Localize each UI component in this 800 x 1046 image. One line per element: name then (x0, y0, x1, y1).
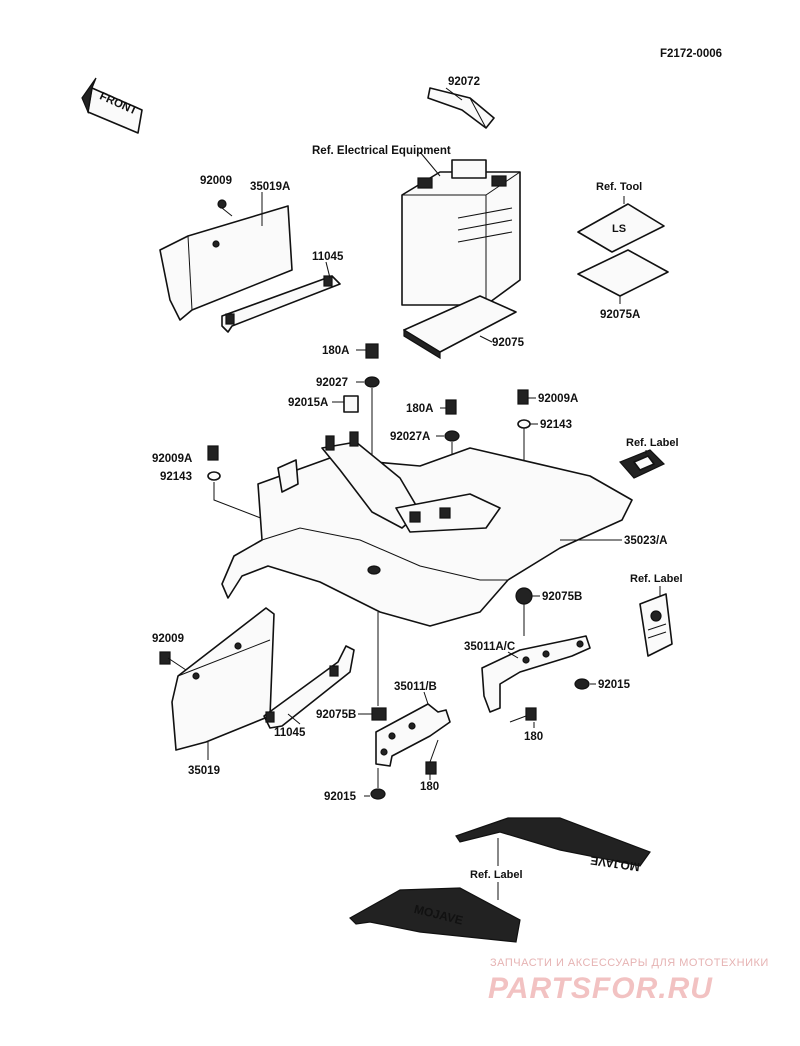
part-35019: 35019 (188, 765, 220, 777)
mojave-decal-upper: MOJAVE (455, 817, 651, 874)
nut-icon (574, 678, 590, 690)
clamp-icon (343, 395, 359, 413)
ref-electrical-equipment: Ref. Electrical Equipment (312, 145, 451, 157)
grommet-icon (371, 707, 387, 721)
diagram-code: F2172-0006 (660, 48, 722, 60)
part-92009A-left: 92009A (152, 453, 192, 465)
part-92027A: 92027A (390, 431, 430, 443)
part-92009-bottom: 92009 (152, 633, 184, 645)
decal-text-upper: MOJAVE (589, 853, 640, 874)
part-92075A: 92075A (600, 309, 640, 321)
ref-tool: Ref. Tool (596, 181, 642, 193)
grommet-icon (364, 376, 380, 388)
nut-icon (370, 788, 386, 800)
watermark-logo: PARTSFOR.RU (488, 972, 713, 1005)
bolt-icon (217, 199, 227, 209)
mojave-decal-lower: MOJAVE (349, 887, 521, 943)
grommet-icon (515, 587, 533, 605)
watermark-tagline: ЗАПЧАСТИ И АКСЕССУАРЫ ДЛЯ МОТОТЕХНИКИ (490, 957, 769, 969)
side-cover-lower (171, 607, 275, 751)
grommet-icon (517, 419, 531, 429)
part-92143-right: 92143 (540, 419, 572, 431)
part-35023A: 35023/A (624, 535, 667, 547)
battery (401, 159, 521, 306)
part-11045-top: 11045 (312, 251, 344, 263)
part-92075B-left: 92075B (316, 709, 356, 721)
bolt-icon (509, 707, 537, 723)
part-35019A: 35019A (250, 181, 290, 193)
bolt-icon (207, 445, 219, 461)
ref-label-1: Ref. Label (626, 437, 679, 449)
part-92143-left: 92143 (160, 471, 192, 483)
bolt-icon (425, 739, 439, 775)
part-11045-bottom: 11045 (274, 727, 306, 739)
part-92015-bottom: 92015 (324, 791, 357, 803)
screw-icon (445, 399, 457, 415)
bracket-lower (263, 645, 355, 729)
grommet-icon (207, 471, 221, 481)
part-92027-1: 92027 (316, 377, 348, 389)
side-cover-upper (159, 205, 293, 321)
part-92015A: 92015A (288, 397, 328, 409)
part-92075: 92075 (492, 337, 525, 349)
part-35011B: 35011/B (394, 681, 437, 693)
part-180A-2: 180A (406, 403, 434, 415)
part-92009-top: 92009 (200, 175, 232, 187)
ref-label-3: Ref. Label (470, 869, 523, 881)
part-92015-right: 92015 (598, 679, 631, 691)
svg-text:LS: LS (612, 223, 626, 235)
part-35011AC: 35011A/C (464, 641, 515, 653)
bolt-icon (517, 389, 529, 405)
battery-pad (403, 295, 517, 360)
bolt-icon (159, 651, 171, 665)
bracket-upper (221, 275, 341, 333)
part-92075B-right: 92075B (542, 591, 582, 603)
grommet-icon (444, 430, 460, 442)
part-92072: 92072 (448, 76, 480, 88)
bracket-35011AC (481, 635, 591, 713)
warning-label (639, 593, 673, 657)
part-180A-1: 180A (322, 345, 350, 357)
part-180-bottom: 180 (420, 781, 439, 793)
battery-strap (427, 87, 495, 129)
label-decal-small (618, 449, 666, 479)
front-arrow-icon: FRONT (81, 77, 143, 134)
rear-fender-tray (221, 431, 633, 627)
tool-kit: LS (577, 203, 669, 297)
screw-icon (365, 343, 379, 359)
part-180-right: 180 (524, 731, 543, 743)
ref-label-2: Ref. Label (630, 573, 683, 585)
part-92009A-right: 92009A (538, 393, 578, 405)
bracket-35011B (375, 703, 451, 767)
